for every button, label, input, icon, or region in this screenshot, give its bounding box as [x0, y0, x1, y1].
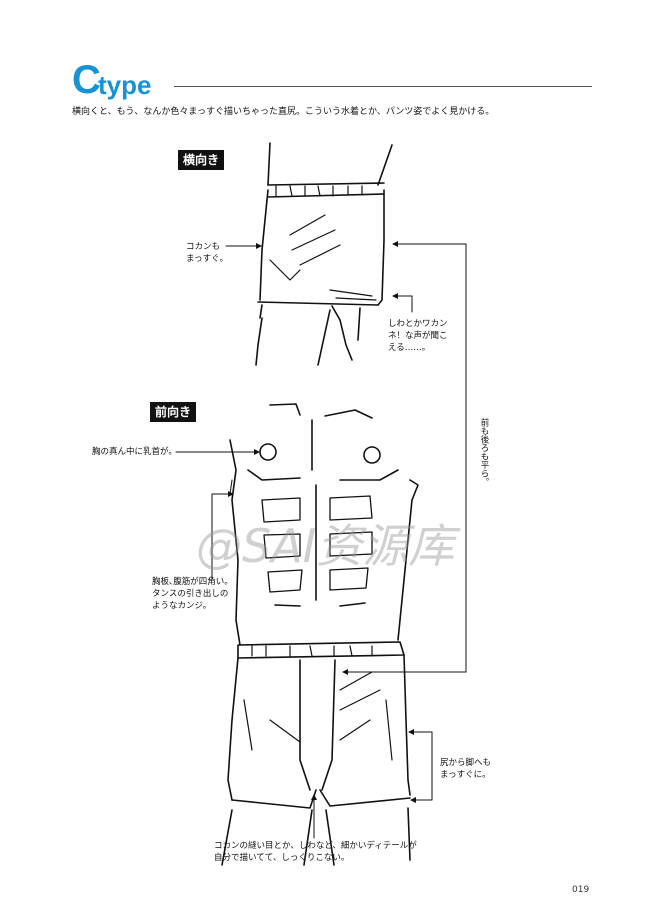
- intro-text: 横向くと、もう、なんか色々まっすぐ描いちゃった直尻。こういう水着とか、パンツ姿で…: [72, 107, 495, 117]
- title-text: type: [98, 70, 152, 100]
- side-view-figure: [255, 142, 393, 366]
- note-front-back-flat: 前も後ろも平ら。: [479, 418, 489, 486]
- note-chest-abs: 胸板､腹筋が四角い。 タンスの引き出しの ようなカンジ。: [152, 577, 233, 611]
- arrows: [175, 241, 467, 839]
- note-butt-to-leg: 尻から脚へも まっすぐに。: [440, 758, 492, 780]
- note-details: コカンの縫い目とか、しわなど、細かいディテールが 自分で描いてて、しっくりこない…: [214, 841, 417, 863]
- note-wrinkles: しわとかワカン ネ！な声が聞こ える……。: [388, 319, 448, 353]
- front-view-figure: [221, 403, 419, 866]
- page-number: 019: [572, 885, 590, 895]
- title-rule: [174, 86, 592, 87]
- side-view-label: 横向き: [178, 150, 225, 170]
- watermark: @SAI资源库: [196, 519, 455, 573]
- title-letter: C: [72, 58, 101, 102]
- note-nipple: 胸の真ん中に乳首が。: [92, 447, 177, 457]
- front-view-label: 前向き: [150, 402, 197, 422]
- note-crotch-straight: コカンも まっすぐ。: [186, 242, 229, 264]
